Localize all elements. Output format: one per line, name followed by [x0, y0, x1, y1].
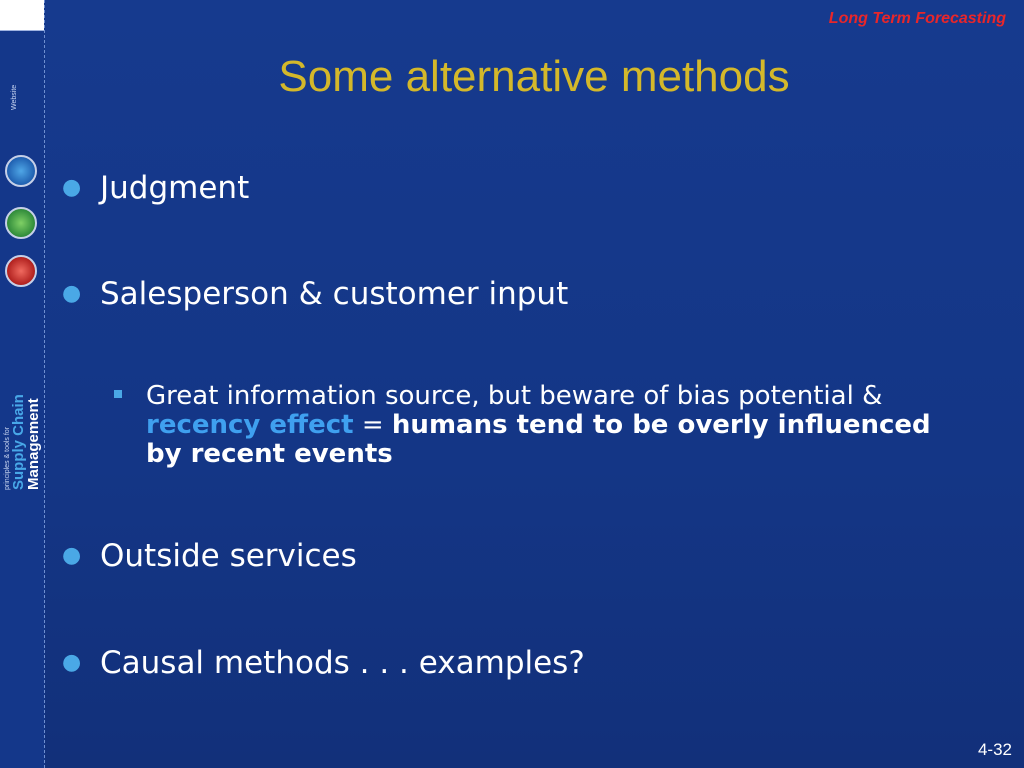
bullet-item: ● Salesperson & customer input — [62, 276, 568, 312]
sub-bullet-part1: Great information source, but beware of … — [146, 381, 883, 411]
brand-line-2: Management — [25, 398, 42, 490]
bullet-text: Causal methods . . . examples? — [100, 645, 585, 681]
square-bullet-icon — [114, 390, 122, 398]
bullet-dot-icon: ● — [62, 543, 82, 568]
slide-title: Some alternative methods — [278, 52, 790, 101]
blue-circle-icon[interactable] — [5, 155, 37, 187]
sub-bullet-item: Great information source, but beware of … — [114, 382, 974, 469]
red-circle-icon[interactable] — [5, 255, 37, 287]
green-circle-icon[interactable] — [5, 207, 37, 239]
bullet-dot-icon: ● — [62, 650, 82, 675]
bullet-item: ● Outside services — [62, 538, 357, 574]
brand-logo: principles & tools for Supply Chain Mana… — [4, 394, 42, 490]
recency-effect-term: recency effect — [146, 410, 354, 440]
bullet-item: ● Causal methods . . . examples? — [62, 645, 585, 681]
sidebar-top-box — [0, 0, 44, 31]
bullet-dot-icon: ● — [62, 281, 82, 306]
sub-bullet-bold: humans tend to be overly influenced by r… — [146, 410, 931, 469]
sub-bullet-part2: = — [353, 410, 392, 440]
sidebar: Website principles & tools for Supply Ch… — [0, 0, 45, 768]
bullet-dot-icon: ● — [62, 175, 82, 200]
topic-header: Long Term Forecasting — [828, 10, 1006, 27]
bullet-text: Salesperson & customer input — [100, 276, 569, 312]
bullet-text: Judgment — [100, 170, 250, 206]
website-label[interactable]: Website — [11, 84, 18, 110]
bullet-text: Outside services — [100, 538, 357, 574]
bullet-item: ● Judgment — [62, 170, 249, 206]
page-number: 4-32 — [977, 740, 1012, 759]
sub-bullet-text: Great information source, but beware of … — [146, 382, 974, 469]
brand-line-1: Supply Chain — [10, 394, 27, 490]
